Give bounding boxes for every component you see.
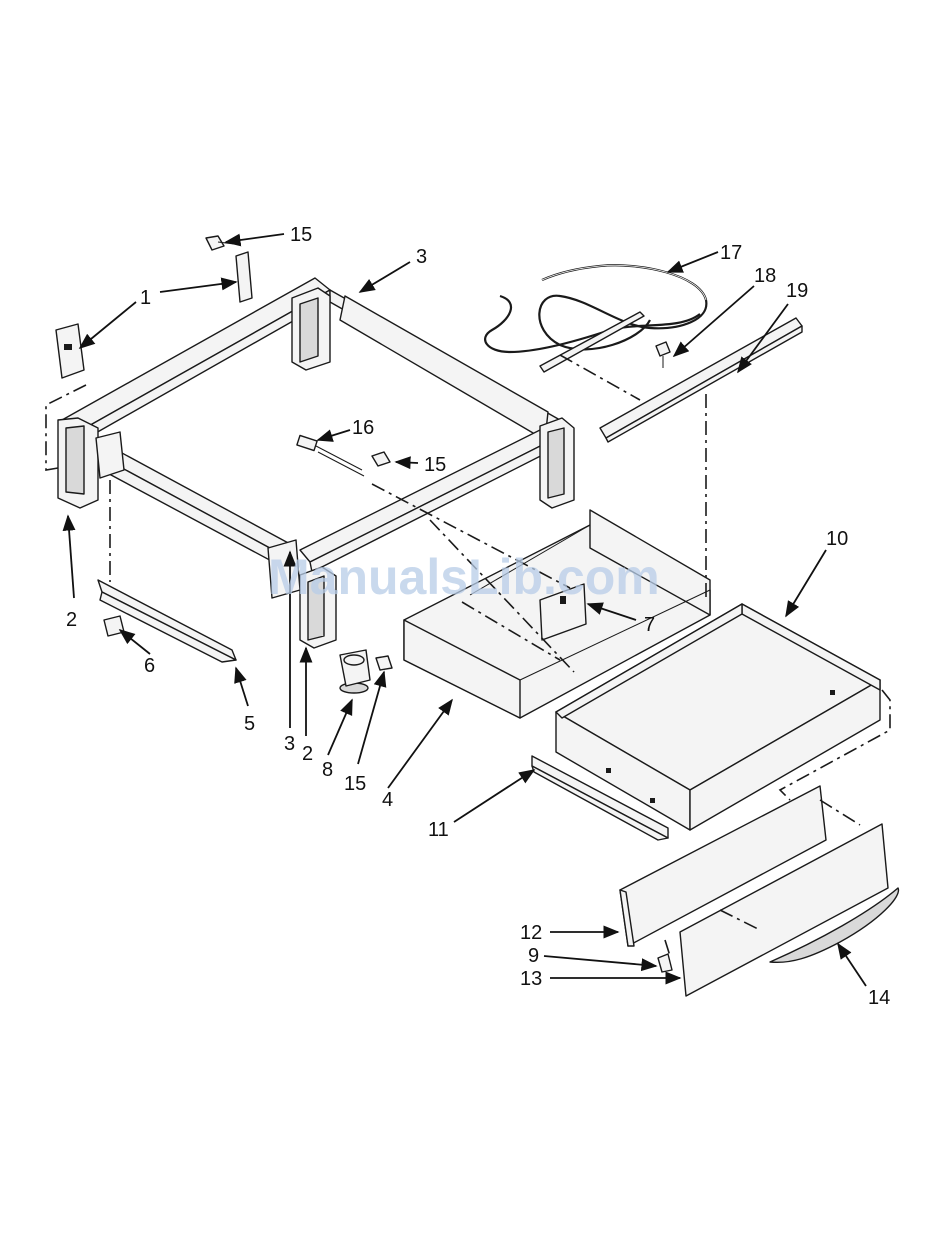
watermark-text: ManualsLib.com (268, 549, 660, 605)
heating-element-part-17 (485, 265, 706, 372)
front-rail-end-bracket (96, 432, 124, 478)
callout-16: 16 (352, 417, 374, 439)
leveling-leg-part-8 (340, 650, 370, 693)
screw-part-15-mid (372, 452, 390, 466)
callout-14: 14 (868, 987, 890, 1009)
screw-part-9 (658, 954, 672, 972)
callout-10: 10 (826, 528, 848, 550)
callout-2-left: 2 (66, 609, 77, 631)
callout-15-leg: 15 (344, 773, 366, 795)
callout-12: 12 (520, 922, 542, 944)
sensor-part-16 (297, 435, 364, 476)
callout-8: 8 (322, 759, 333, 781)
callout-3-top: 3 (416, 246, 427, 268)
screw-part-18 (656, 342, 670, 368)
corner-post-rear-right (292, 288, 330, 370)
callout-5: 5 (244, 713, 255, 735)
callout-7: 7 (644, 614, 655, 636)
screw-part-15-top (206, 236, 234, 250)
callout-15-top: 15 (290, 224, 312, 246)
callout-11: 11 (428, 819, 449, 841)
callout-17: 17 (720, 242, 742, 264)
callout-13: 13 (520, 968, 542, 990)
callout-6: 6 (144, 655, 155, 677)
callout-2-bottom: 2 (302, 743, 313, 765)
screw-part-15-leg (376, 656, 392, 670)
callout-15-mid: 15 (424, 454, 446, 476)
callout-9: 9 (528, 945, 539, 967)
corner-post-rear-left (58, 418, 98, 508)
callout-3-bottom: 3 (284, 733, 295, 755)
callout-1: 1 (140, 287, 151, 309)
screw-part-6 (104, 616, 124, 636)
callout-18: 18 (754, 265, 776, 287)
callout-19: 19 (786, 280, 808, 302)
corner-post-front-right (540, 418, 574, 508)
callout-4: 4 (382, 789, 393, 811)
